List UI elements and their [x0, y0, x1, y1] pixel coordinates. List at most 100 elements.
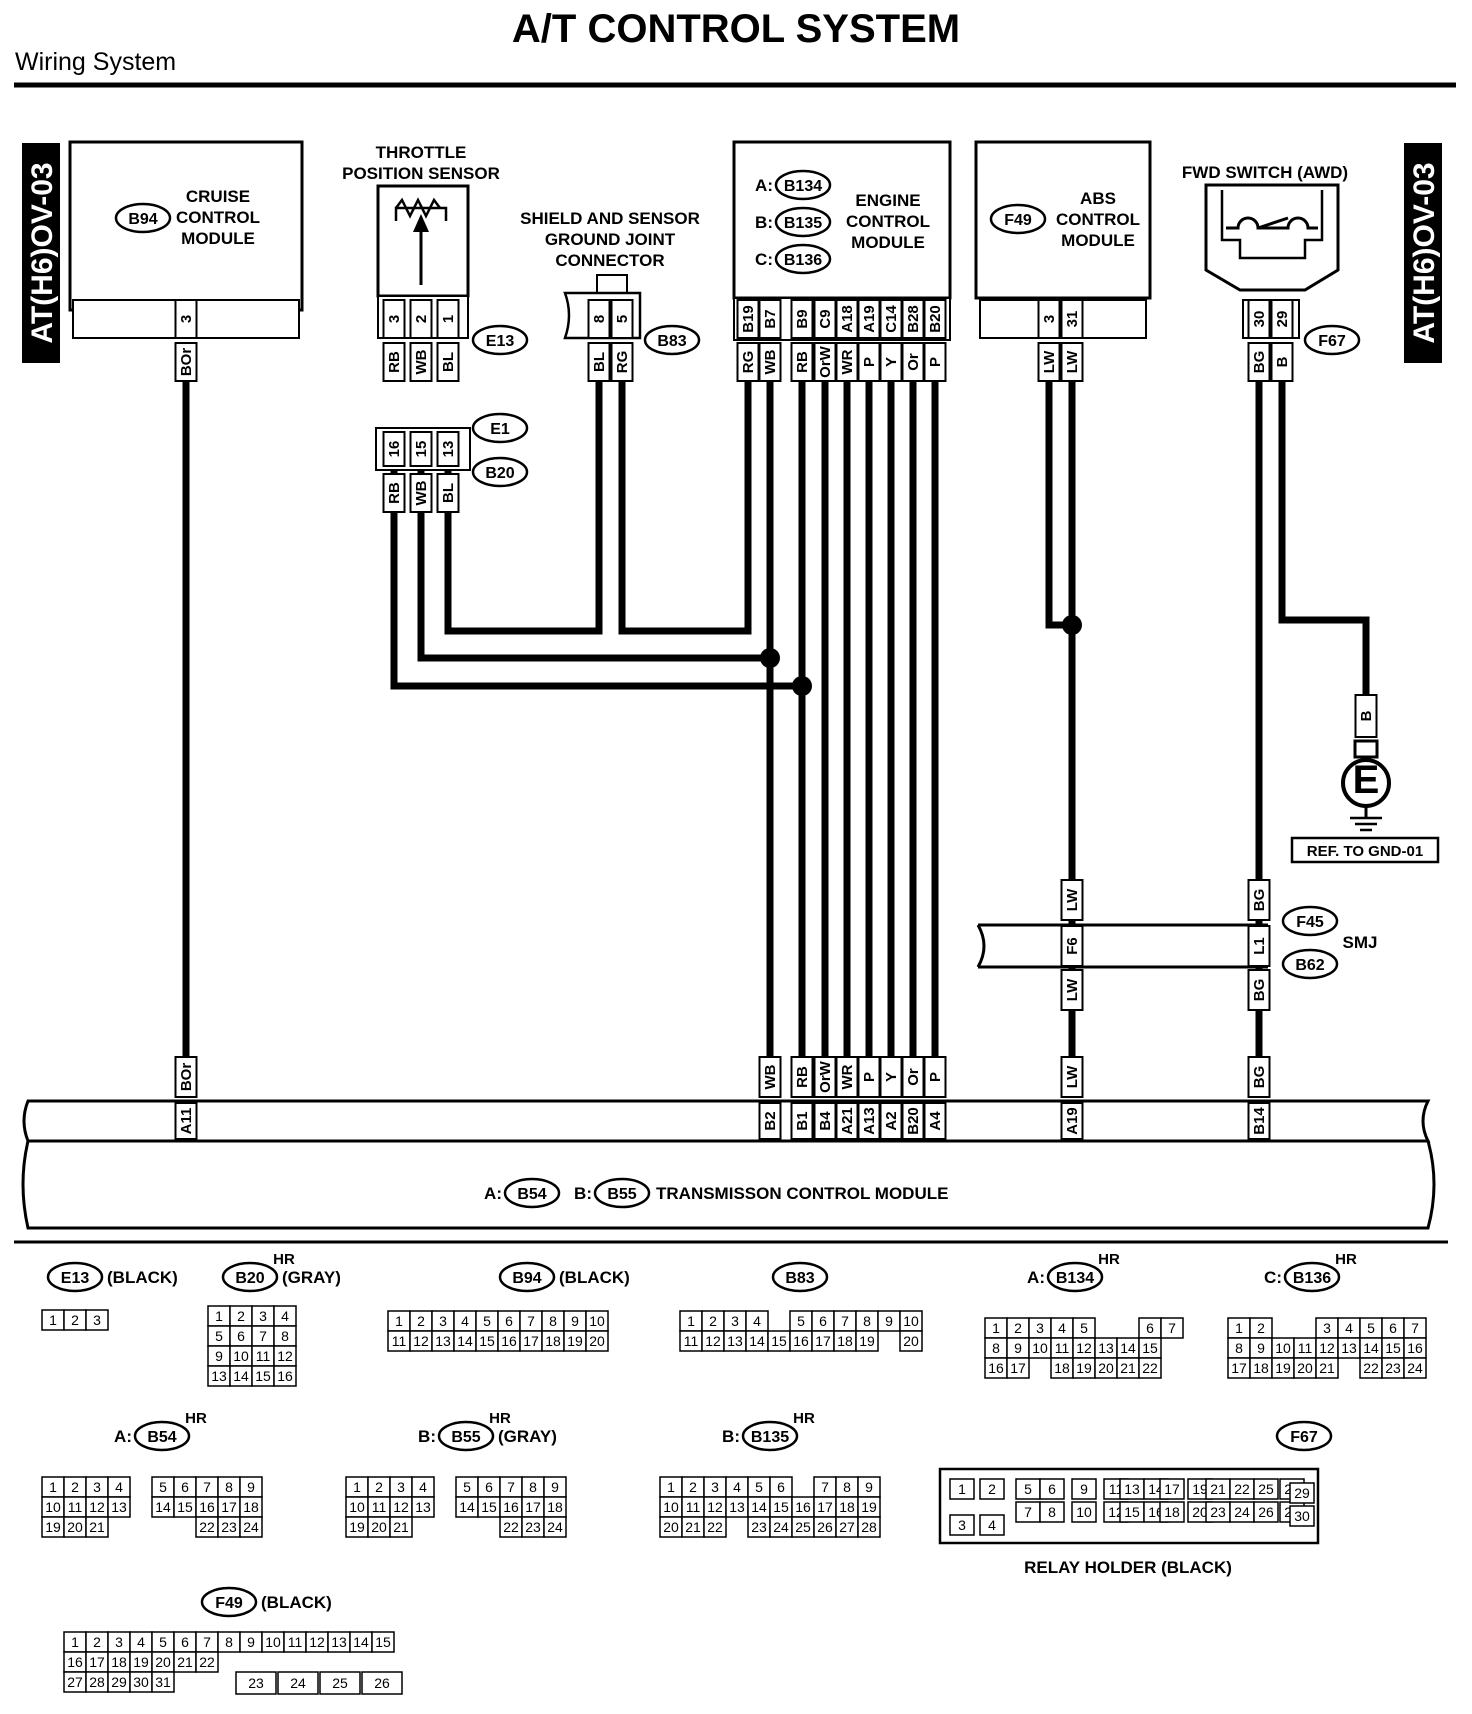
connector-cell-11: 11 [1298, 1340, 1313, 1356]
connector-cell-4: 4 [419, 1479, 427, 1495]
connector-cell-5: 5 [1367, 1320, 1375, 1336]
joint-pin-cell [382, 431, 406, 467]
connector-cell-9: 9 [865, 1479, 873, 1495]
tcm-pin-A13: A13 [861, 1107, 878, 1135]
connector-cell-8: 8 [843, 1479, 851, 1495]
relay-cell-18: 18 [1164, 1504, 1180, 1520]
connector-cell-1: 1 [49, 1312, 57, 1328]
connector-cell-3: 3 [397, 1479, 405, 1495]
conn-B83-id: B83 [785, 1270, 814, 1287]
conn-B20-note: (GRAY) [282, 1268, 341, 1287]
connector-cell-24: 24 [290, 1675, 306, 1691]
ecm-label-line: ENGINE [855, 191, 920, 210]
connector-cell-15: 15 [773, 1499, 789, 1515]
relay-cell-29: 29 [1294, 1485, 1310, 1501]
joint-wire-cell [436, 473, 460, 513]
connector-cell-4: 4 [733, 1479, 741, 1495]
page-subtitle: Wiring System [15, 48, 176, 76]
connector-cell-22: 22 [1142, 1360, 1158, 1376]
connector-cell-26: 26 [374, 1675, 390, 1691]
connector-cell-21: 21 [177, 1654, 193, 1670]
conn-F49-id-oval [200, 1586, 258, 1618]
cruise-connector-id-oval [114, 202, 172, 234]
connector-cell-18: 18 [839, 1499, 855, 1515]
ecm-connector-B135-oval [774, 206, 832, 238]
connector-cell-9: 9 [215, 1348, 223, 1364]
joint-pin-13: 13 [440, 441, 457, 458]
smj-pin-L1: L1 [1251, 937, 1268, 955]
tcm-wire-WB: WB [762, 1064, 779, 1089]
connector-cell-18: 18 [111, 1654, 127, 1670]
connector-cell-18: 18 [837, 1333, 853, 1349]
connector-cell-2: 2 [689, 1479, 697, 1495]
connector-cell [857, 1516, 881, 1538]
connector-cell-7: 7 [259, 1328, 267, 1344]
relay-cell-23: 23 [1210, 1504, 1226, 1520]
shield-wire-cell [587, 342, 611, 382]
relay-cell [1039, 1478, 1065, 1500]
connector-cell [1138, 1357, 1162, 1379]
connector-cell-6: 6 [1389, 1320, 1397, 1336]
shield-connector-id: B83 [657, 333, 686, 350]
tcm-pin-cell [1060, 1102, 1084, 1140]
connector-cell-1: 1 [71, 1634, 79, 1650]
connector-cell-20: 20 [589, 1333, 605, 1349]
connector-cell-28: 28 [89, 1674, 105, 1690]
abs-label-line: MODULE [1061, 231, 1135, 250]
ecm-pin-A19: A19 [861, 305, 878, 333]
fwd-pin-cell [1247, 299, 1271, 339]
connector-cell-4: 4 [753, 1313, 761, 1329]
conn-B55-id: B55 [451, 1429, 480, 1446]
conn-B134-id-oval [1046, 1261, 1104, 1293]
connector-cell-25: 25 [795, 1519, 811, 1535]
joint-wire-RB: RB [386, 482, 403, 504]
connector-cell-10: 10 [349, 1499, 365, 1515]
connector-cell-14: 14 [1120, 1340, 1136, 1356]
connector-cell-12: 12 [277, 1348, 293, 1364]
fwd-switch-title: FWD SWITCH (AWD) [1182, 163, 1348, 182]
connector-cell [107, 1496, 131, 1518]
ecm-pin-cell [758, 299, 782, 339]
tcm-connector-B55: B55 [607, 1186, 636, 1203]
connector-cell-20: 20 [903, 1333, 919, 1349]
connector-cell-2: 2 [375, 1479, 383, 1495]
connector-cell-22: 22 [199, 1654, 215, 1670]
relay-cell-5: 5 [1024, 1481, 1032, 1497]
connector-cell-25: 25 [332, 1675, 348, 1691]
ecm-wire-OrW: OrW [817, 345, 834, 378]
tcm-connector-B54: B54 [517, 1186, 546, 1203]
tcm-wire-Y: Y [883, 1072, 900, 1082]
connector-cell-16: 16 [277, 1368, 293, 1384]
wire-wb-tps [417, 468, 770, 662]
connector-cell-8: 8 [1235, 1340, 1243, 1356]
connector-cell-11: 11 [684, 1333, 699, 1349]
abs-control-module [974, 140, 1152, 300]
connector-cell-9: 9 [1014, 1340, 1022, 1356]
ecm-wire-P: P [927, 357, 944, 367]
ecm-pin-B7: B7 [762, 309, 779, 328]
splice-rb [792, 676, 812, 696]
fwd-wire-B: B [1274, 356, 1291, 367]
tcm-wire-BOr: BOr [178, 1063, 195, 1092]
tcm-pin-cell [790, 1102, 814, 1140]
tcm-pin-B14: B14 [1251, 1107, 1268, 1135]
ecm-wire-cell [758, 342, 782, 382]
connector-cell-7: 7 [507, 1479, 515, 1495]
connector-cell-5: 5 [755, 1479, 763, 1495]
connector-cell [855, 1330, 879, 1352]
tcm-wire-cell [923, 1056, 947, 1098]
connector-cell-4: 4 [115, 1479, 123, 1495]
joint-bottom-id: B20 [485, 465, 514, 482]
tcm-pin-cell [758, 1102, 782, 1140]
relay-cell [1253, 1501, 1279, 1523]
abs-label-line: CONTROL [1056, 210, 1140, 229]
connector-cell-14: 14 [751, 1499, 767, 1515]
abs-wire-LW: LW [1041, 350, 1058, 373]
connector-cell-3: 3 [1323, 1320, 1331, 1336]
relay-cell [1289, 1505, 1315, 1527]
side-tab-right: AT(H6)OV-03 [1404, 143, 1442, 363]
connector-cell-17: 17 [89, 1654, 105, 1670]
connector-cell-6: 6 [181, 1479, 189, 1495]
connector-cell-7: 7 [821, 1479, 829, 1495]
tcm-pin-B2: B2 [762, 1111, 779, 1130]
